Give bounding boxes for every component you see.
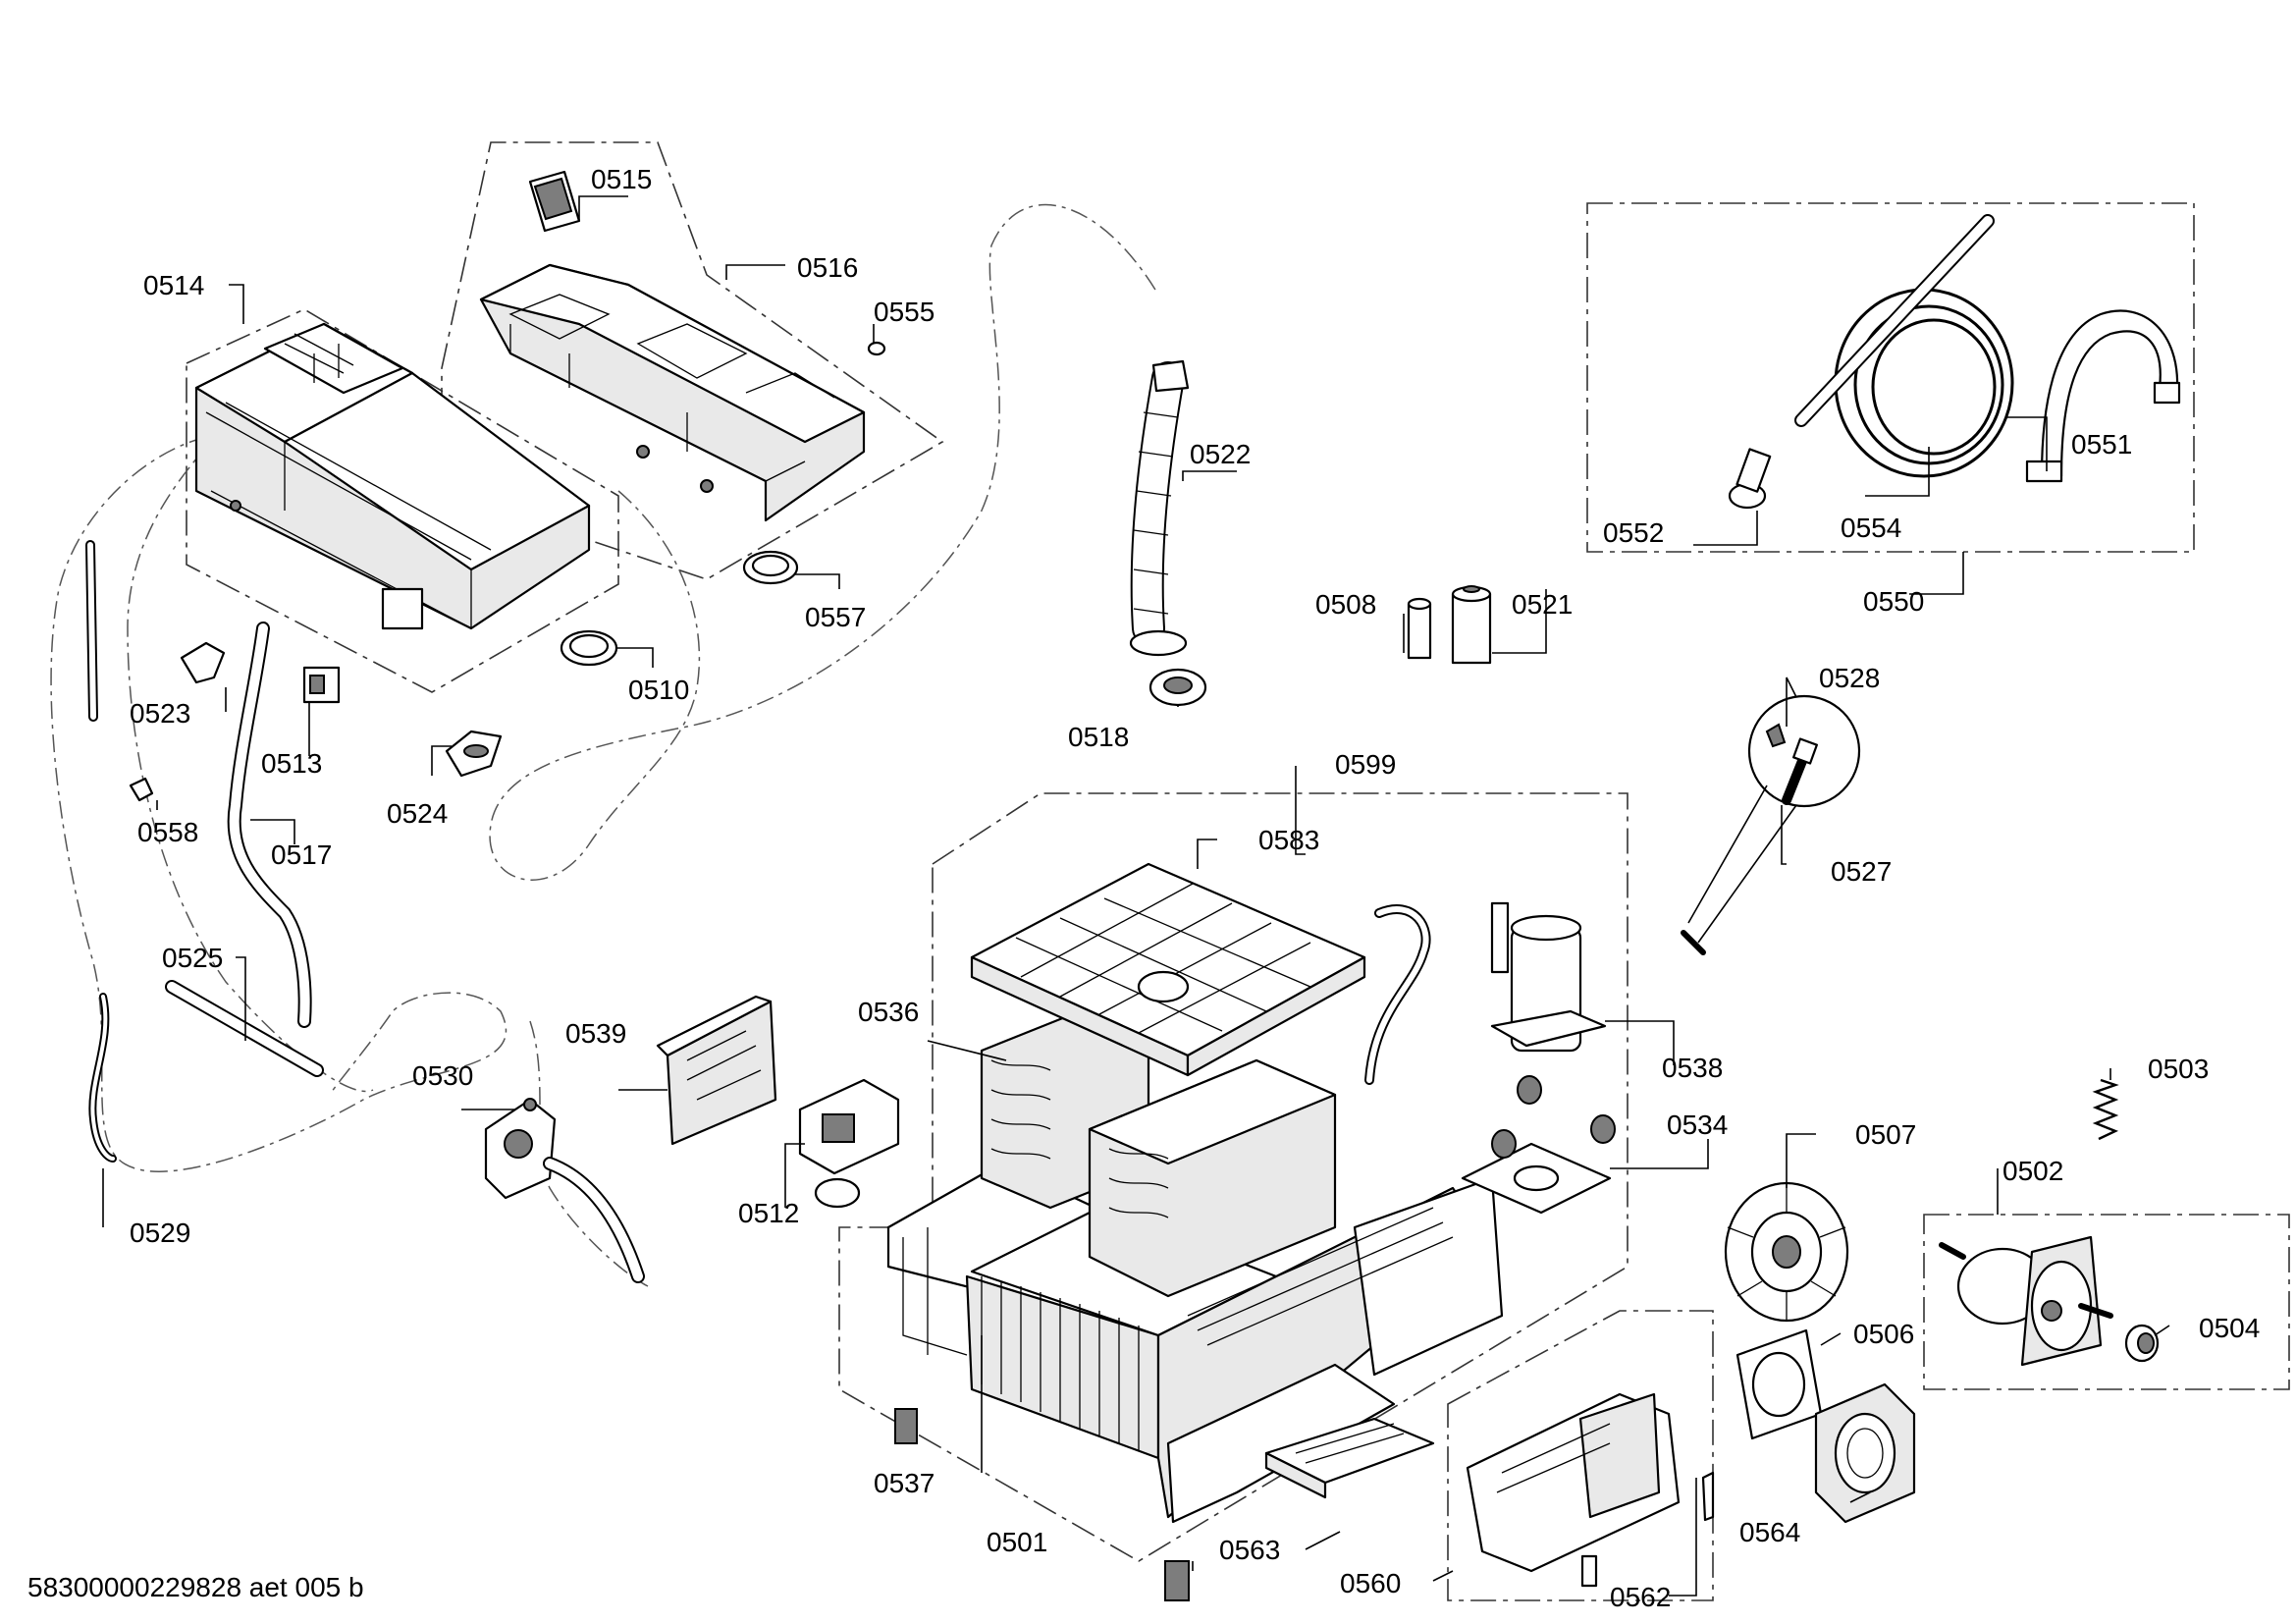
label-0517: 0517 — [271, 839, 332, 870]
part-0506-cooling-fan — [1735, 1328, 1823, 1440]
label-0527: 0527 — [1831, 856, 1892, 887]
label-0563: 0563 — [1219, 1535, 1280, 1565]
part-0521-capacitor — [1451, 585, 1492, 665]
part-0552-nozzle — [1728, 448, 1772, 510]
part-0530-pump — [484, 1098, 645, 1283]
part-0510-seal — [560, 629, 618, 667]
label-0534: 0534 — [1667, 1110, 1728, 1140]
part-0563-tray — [1264, 1417, 1435, 1499]
label-0599: 0599 — [1335, 749, 1396, 780]
label-0514: 0514 — [143, 270, 204, 300]
cable-routes — [50, 203, 1159, 1287]
part-0512-valve — [798, 1078, 900, 1209]
part-0564-fan-housing — [1814, 1382, 1916, 1524]
label-0558: 0558 — [137, 817, 198, 847]
group-outline-motor — [1923, 1214, 2290, 1390]
label-0510: 0510 — [628, 675, 689, 705]
part-0522-drain-hose — [1129, 359, 1190, 657]
part-0517-hose — [227, 622, 312, 1028]
part-0504-cap — [2124, 1324, 2160, 1363]
part-0555-plug — [867, 341, 886, 356]
part-0554-coiled-hose — [1794, 214, 2014, 478]
label-0562: 0562 — [1610, 1582, 1671, 1612]
part-0562-clip — [1580, 1554, 1598, 1588]
part-0515-handle — [528, 170, 581, 233]
part-0558-clip — [129, 777, 154, 802]
part-rod-vertical — [85, 540, 98, 722]
label-0536: 0536 — [858, 997, 919, 1027]
label-0501: 0501 — [987, 1527, 1047, 1557]
group-outline-hose-kit — [1586, 202, 2195, 553]
part-0516-container-lid — [479, 263, 866, 522]
part-0508-capacitor — [1407, 597, 1432, 660]
group-outline-water-container — [186, 308, 619, 693]
part-0507-fan-wheel — [1724, 1181, 1849, 1323]
part-0557-seal — [742, 550, 799, 585]
label-0554: 0554 — [1841, 513, 1901, 543]
label-0555: 0555 — [874, 297, 934, 327]
part-0518-grommet — [1148, 668, 1207, 707]
part-0599-base-assembly — [886, 862, 1616, 1524]
part-0502-motor — [1939, 1235, 2113, 1367]
label-0530: 0530 — [412, 1060, 473, 1091]
part-0501-foot — [1164, 1560, 1190, 1601]
label-0524: 0524 — [387, 798, 448, 829]
label-0537: 0537 — [874, 1468, 934, 1498]
part-0513-valve — [302, 666, 341, 704]
cable-route-center — [529, 1020, 649, 1287]
part-0551-bracket — [2025, 309, 2181, 483]
label-0503: 0503 — [2148, 1054, 2209, 1084]
label-0507: 0507 — [1855, 1119, 1916, 1150]
label-0528: 0528 — [1819, 663, 1880, 693]
cable-route-left-inner — [127, 441, 374, 1093]
label-0515: 0515 — [591, 164, 652, 194]
label-0538: 0538 — [1662, 1053, 1723, 1083]
label-0551: 0551 — [2071, 429, 2132, 460]
group-outline-control-board — [1447, 1310, 1714, 1601]
label-0502: 0502 — [2002, 1156, 2063, 1186]
label-0516: 0516 — [797, 252, 858, 283]
part-number-labels: 0514 0515 0516 0555 0557 0510 0522 0518 … — [130, 164, 2260, 1612]
label-0564: 0564 — [1739, 1517, 1800, 1547]
label-0523: 0523 — [130, 698, 190, 729]
label-0560: 0560 — [1340, 1568, 1401, 1598]
label-0518: 0518 — [1068, 722, 1129, 752]
label-0504: 0504 — [2199, 1313, 2260, 1343]
part-0529-cable — [88, 993, 117, 1163]
group-outline-base-assembly — [838, 792, 1629, 1562]
label-0529: 0529 — [130, 1218, 190, 1248]
document-id: 58300000229828 aet 005 b — [27, 1572, 364, 1602]
label-0508: 0508 — [1315, 589, 1376, 620]
label-0525: 0525 — [162, 943, 223, 973]
label-0513: 0513 — [261, 748, 322, 779]
cable-route-left — [50, 436, 507, 1172]
part-0523-clip — [180, 641, 226, 684]
label-0550: 0550 — [1863, 586, 1924, 617]
part-0524-nozzle — [445, 730, 503, 778]
part-0514-water-container — [194, 322, 591, 630]
part-0525-rod — [165, 980, 324, 1077]
label-0522: 0522 — [1190, 439, 1251, 469]
label-0506: 0506 — [1853, 1319, 1914, 1349]
leader-lines — [102, 195, 2170, 1597]
label-0552: 0552 — [1603, 517, 1664, 548]
label-0521: 0521 — [1512, 589, 1573, 620]
part-0528-0527-sensor — [1681, 694, 1861, 955]
part-0539-bracket — [656, 995, 777, 1146]
label-0539: 0539 — [565, 1018, 626, 1049]
part-0560-control-board — [1466, 1392, 1715, 1573]
label-0512: 0512 — [738, 1198, 799, 1228]
label-0557: 0557 — [805, 602, 866, 632]
part-0503-spring — [2092, 1078, 2119, 1141]
label-0583: 0583 — [1258, 825, 1319, 855]
